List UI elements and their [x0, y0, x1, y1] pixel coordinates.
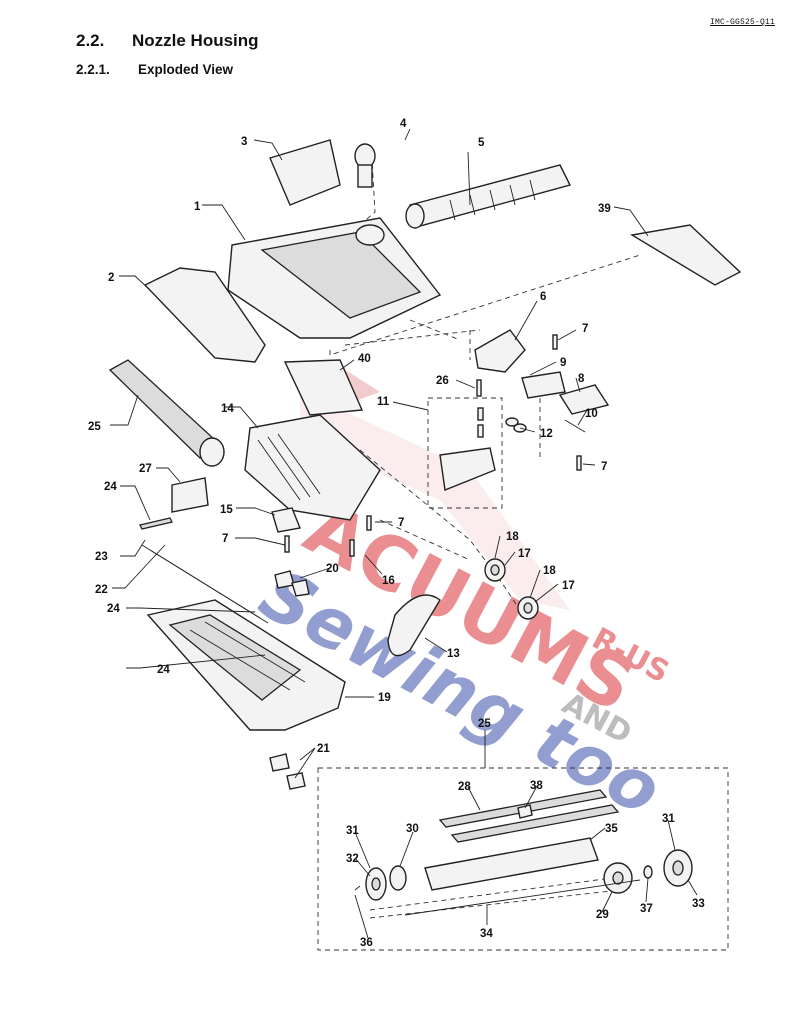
part-30-31-32-end-cap-left [365, 865, 407, 901]
callout-18: 18 [506, 531, 519, 543]
part-11-switch-housing [439, 447, 496, 491]
section-heading: 2.2. Nozzle Housing [76, 31, 259, 51]
callout-26: 26 [436, 375, 449, 387]
part-11-group-box [427, 397, 503, 509]
part-3-top-cover [269, 139, 341, 206]
callout-40: 40 [358, 353, 371, 365]
part-29-pulley [603, 862, 633, 894]
callout-7: 7 [601, 461, 607, 473]
part-12-washers [505, 417, 527, 433]
assembly-lines [329, 159, 641, 919]
callout-21: 21 [317, 743, 330, 755]
part-21-clips [269, 753, 306, 790]
callout-19: 19 [378, 692, 391, 704]
callout-10: 10 [585, 408, 598, 420]
callout-32: 32 [346, 853, 359, 865]
callout-14: 14 [221, 403, 234, 415]
callout-38: 38 [530, 780, 543, 792]
callout-25: 25 [88, 421, 101, 433]
subsection-title: Exploded View [138, 62, 234, 77]
subsection-heading: 2.2.1. Exploded View [76, 62, 233, 77]
part-17-wheel-a [484, 558, 506, 582]
screws [284, 334, 582, 557]
callout-17: 17 [562, 580, 575, 592]
callout-25: 25 [478, 718, 491, 730]
part-17-wheel-b [517, 596, 539, 620]
part-6-pivot-bracket [474, 329, 526, 373]
part-9-lever [521, 371, 566, 399]
callout-13: 13 [447, 648, 460, 660]
callout-27: 27 [139, 463, 152, 475]
callout-30: 30 [406, 823, 419, 835]
callout-37: 37 [640, 903, 653, 915]
part-1-nozzle-hood [227, 217, 442, 339]
part-36-pin [354, 885, 361, 891]
callout-8: 8 [578, 373, 585, 385]
callout-39: 39 [598, 203, 611, 215]
callout-11: 11 [377, 396, 390, 408]
callout-3: 3 [241, 136, 247, 148]
callout-15: 15 [220, 504, 233, 516]
callout-34: 34 [480, 928, 493, 940]
callout-4: 4 [400, 118, 407, 130]
document-code: IMC-GG525-Q11 [709, 18, 775, 27]
part-39-bottom-plate [630, 224, 742, 286]
callout-18: 18 [543, 565, 556, 577]
callout-36: 36 [360, 937, 373, 949]
callout-20: 20 [326, 563, 339, 575]
section-title: Nozzle Housing [132, 31, 259, 50]
callout-16: 16 [382, 575, 395, 587]
subsection-number: 2.2.1. [76, 62, 110, 77]
part-25-brushroll [108, 359, 225, 467]
brushroll-detail-box [317, 767, 729, 951]
part-40-seal-strip [283, 359, 364, 416]
part-35-dowel [424, 837, 599, 891]
part-22-23-24-strips [139, 517, 269, 624]
part-38-clip [517, 804, 533, 819]
callout-12: 12 [540, 428, 553, 440]
part-5-hose [405, 164, 572, 229]
part-13-drive-belt [387, 594, 441, 657]
callout-7: 7 [582, 323, 588, 335]
callout-2: 2 [108, 272, 114, 284]
callout-31: 31 [346, 825, 359, 837]
callout-22: 22 [95, 584, 108, 596]
callout-23: 23 [95, 551, 108, 563]
callout-labels: 1 2 3 4 5 6 7 7 7 7 7 8 9 10 11 12 13 14… [88, 118, 705, 949]
part-31-33-end-cap-right [663, 849, 693, 887]
callout-33: 33 [692, 898, 705, 910]
callout-31: 31 [662, 813, 675, 825]
part-37-bearing [643, 865, 653, 879]
callout-28: 28 [458, 781, 471, 793]
callout-24: 24 [104, 481, 117, 493]
part-10-spring [564, 419, 586, 433]
callout-35: 35 [605, 823, 618, 835]
callout-17: 17 [518, 548, 531, 560]
part-4-fitting [354, 143, 376, 188]
part-19-sole-plate [146, 599, 346, 731]
part-15-latch [271, 507, 301, 533]
callout-24: 24 [157, 664, 170, 676]
callout-7: 7 [222, 533, 228, 545]
callout-6: 6 [540, 291, 546, 303]
part-2-bumper [143, 267, 266, 363]
callout-7: 7 [398, 517, 404, 529]
part-27-bracket [171, 477, 209, 513]
part-34-rod [404, 879, 641, 916]
callout-29: 29 [596, 909, 609, 921]
callout-1: 1 [194, 201, 201, 213]
watermark-swoosh [300, 390, 570, 610]
part-14-base-housing [244, 414, 381, 521]
callout-24: 24 [107, 603, 120, 615]
part-20-clips [274, 570, 310, 597]
section-number: 2.2. [76, 31, 105, 50]
callout-9: 9 [560, 357, 566, 369]
callout-5: 5 [478, 137, 485, 149]
leader-lines [110, 128, 698, 939]
part-8-pedal [558, 384, 610, 415]
